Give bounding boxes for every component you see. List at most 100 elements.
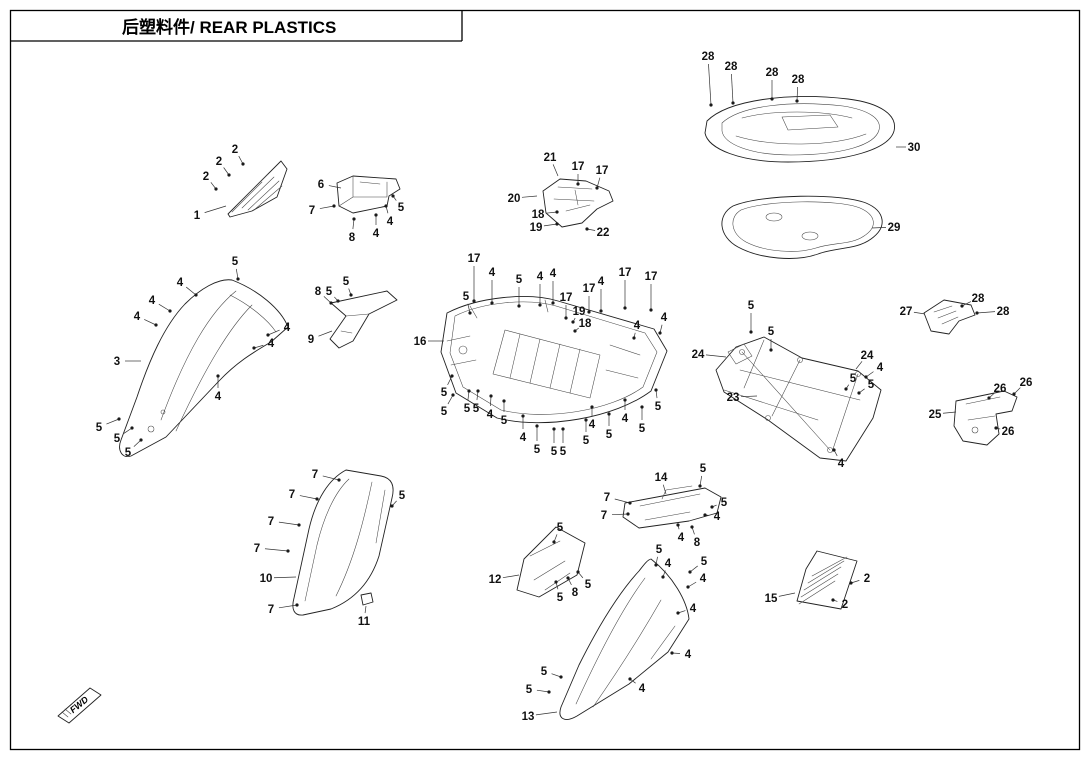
callout-label-4: 4 <box>373 228 380 240</box>
callout-label-4: 4 <box>284 322 291 334</box>
callout-label-2: 2 <box>232 144 238 156</box>
fastener-dot <box>626 512 630 516</box>
fastener-dot <box>670 651 674 655</box>
leader-line <box>961 301 972 307</box>
leader-line <box>699 475 703 487</box>
callout-label-4: 4 <box>639 683 646 695</box>
leader-line <box>521 195 538 198</box>
fastener-dot <box>502 399 506 403</box>
leader-line <box>319 205 335 209</box>
callout-label-8: 8 <box>315 286 322 298</box>
fastener-dot <box>337 478 341 482</box>
fastener-dot <box>709 103 713 107</box>
fastener-dot <box>194 293 198 297</box>
leader-line <box>235 268 239 280</box>
fastener-dot <box>686 585 690 589</box>
callout-label-26: 26 <box>1020 377 1033 389</box>
fastener-dot <box>551 301 555 305</box>
leader-line <box>278 604 298 609</box>
callout-label-5: 5 <box>560 446 567 458</box>
fastener-dot <box>472 299 476 303</box>
fastener-dot <box>297 523 301 527</box>
fastener-dot <box>538 303 542 307</box>
fastener-dot <box>573 329 577 333</box>
fastener-dot <box>517 304 521 308</box>
fastener-dot <box>864 375 868 379</box>
callout-label-5: 5 <box>526 684 533 696</box>
fastener-dot <box>584 418 588 422</box>
fastener-dot <box>450 374 454 378</box>
fastener-dot <box>227 173 231 177</box>
callout-label-5: 5 <box>868 379 875 391</box>
callout-label-17: 17 <box>619 267 632 279</box>
fastener-dot <box>390 504 394 508</box>
callout-label-2: 2 <box>216 156 222 168</box>
leader-line <box>662 484 667 495</box>
fastener-dot <box>698 484 702 488</box>
callout-label-28: 28 <box>997 306 1010 318</box>
callout-label-4: 4 <box>550 268 557 280</box>
callout-label-5: 5 <box>639 423 646 435</box>
leader-line <box>543 223 558 227</box>
callout-label-15: 15 <box>765 593 778 605</box>
callout-label-5: 5 <box>473 403 480 415</box>
callout-label-7: 7 <box>268 604 274 616</box>
part-13-rear-quarter-panel <box>559 558 690 720</box>
callout-label-5: 5 <box>441 387 448 399</box>
callout-label-7: 7 <box>312 469 318 481</box>
leader-line <box>273 576 297 579</box>
callout-label-5: 5 <box>721 497 728 509</box>
part-25-26-bracket <box>953 390 1018 446</box>
callout-label-5: 5 <box>583 435 590 447</box>
callout-label-6: 6 <box>318 179 324 191</box>
leader-line <box>596 177 601 189</box>
fwd-direction-indicator: FWD <box>57 687 102 724</box>
part-27-bracket <box>923 299 976 335</box>
leader-line <box>708 63 712 106</box>
leader-line <box>133 439 142 447</box>
fastener-dot <box>632 336 636 340</box>
fastener-dot <box>769 348 773 352</box>
callout-label-4: 4 <box>877 362 884 374</box>
fastener-dot <box>749 330 753 334</box>
fastener-dot <box>688 570 692 574</box>
part-6-bracket <box>336 175 401 214</box>
part-23-24-rear-frame <box>715 336 882 462</box>
callout-label-2: 2 <box>203 171 209 183</box>
fastener-dot <box>451 393 455 397</box>
leader-line <box>545 211 558 214</box>
fastener-dot <box>467 389 471 393</box>
callout-label-8: 8 <box>349 232 356 244</box>
fastener-dot <box>599 309 603 313</box>
callout-label-26: 26 <box>1002 426 1015 438</box>
fastener-dot <box>690 525 694 529</box>
callout-label-20: 20 <box>508 193 521 205</box>
callout-label-9: 9 <box>308 334 314 346</box>
fastener-dot <box>168 309 172 313</box>
fastener-dot <box>117 417 121 421</box>
fwd-label: FWD <box>68 694 91 715</box>
callout-label-5: 5 <box>399 490 406 502</box>
callout-label-5: 5 <box>463 291 470 303</box>
fastener-dot <box>576 182 580 186</box>
callout-label-24: 24 <box>692 349 705 361</box>
fastener-dot <box>1012 392 1016 396</box>
part-10-side-panel <box>292 469 394 616</box>
fastener-dot <box>216 374 220 378</box>
leader-line <box>689 565 698 573</box>
leader-line <box>318 330 333 337</box>
callout-label-4: 4 <box>838 458 845 470</box>
fastener-dot <box>676 523 680 527</box>
callout-label-5: 5 <box>850 373 857 385</box>
callout-label-5: 5 <box>501 415 508 427</box>
leader-line <box>536 689 550 693</box>
fastener-dot <box>571 320 575 324</box>
leader-line <box>611 513 629 516</box>
callout-label-4: 4 <box>268 338 275 350</box>
fastener-dot <box>975 311 979 315</box>
leader-line <box>123 427 133 434</box>
callout-label-4: 4 <box>177 277 184 289</box>
callout-label-5: 5 <box>700 463 707 475</box>
